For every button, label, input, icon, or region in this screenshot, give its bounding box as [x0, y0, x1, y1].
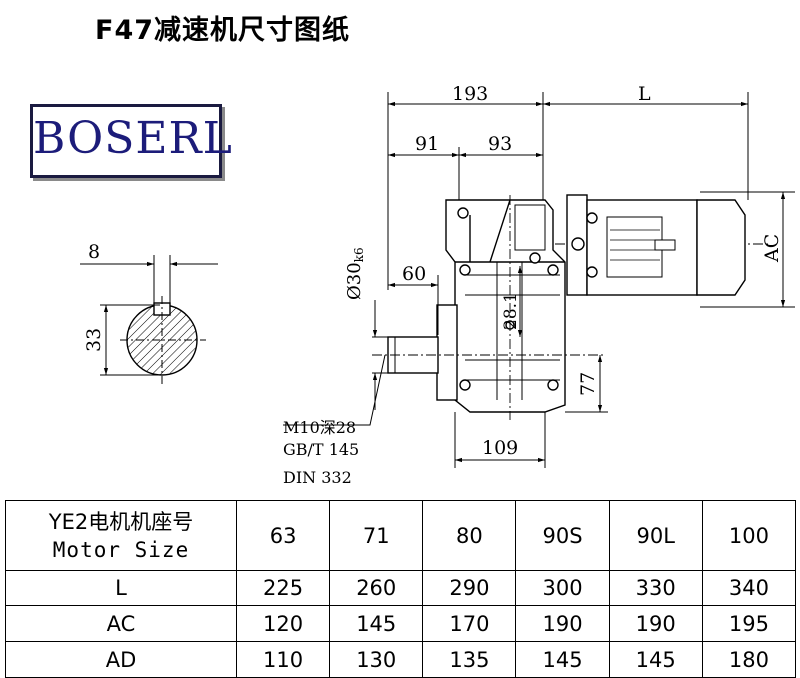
dim-label-AC: AC [761, 234, 783, 263]
table-cell: 340 [701, 570, 797, 606]
table-cell: 110 [235, 641, 331, 678]
table-cell: 195 [701, 605, 797, 642]
center-lines [372, 195, 770, 420]
table-cell: 120 [235, 605, 331, 642]
motor [566, 194, 746, 296]
gear-housing [387, 199, 566, 413]
table-cell: 130 [329, 641, 424, 678]
size-cell: 80 [422, 500, 517, 571]
table-cell: 145 [608, 641, 703, 678]
table-header-label: YE2电机机座号 Motor Size [5, 500, 237, 571]
brand-logo: BOSERL [30, 104, 233, 178]
table-cell: 145 [515, 641, 610, 678]
table-cell: 260 [329, 570, 424, 606]
page-title: F47减速机尺寸图纸 [95, 15, 351, 46]
dim-label-L: L [638, 83, 651, 105]
note-standard-gb: GB/T 145 [283, 440, 360, 459]
width-109-dimension [454, 412, 546, 468]
dim-label-93: 93 [488, 133, 512, 155]
size-cell: 100 [701, 500, 797, 571]
size-cell: 90S [515, 500, 610, 571]
table-cell: 190 [608, 605, 703, 642]
size-cell: 90L [608, 500, 703, 571]
row-label: AC [5, 605, 237, 642]
shaft-dimensions [283, 275, 439, 426]
table-row: AC 120 145 170 190 190 195 [5, 605, 797, 642]
table-cell: 290 [422, 570, 517, 606]
ac-dimension [700, 191, 795, 308]
size-cell: 63 [235, 500, 331, 571]
dim-label-77: 77 [577, 372, 599, 396]
shaft-section-view [80, 255, 218, 386]
header-label-en: Motor Size [52, 537, 190, 562]
dim-label-shaft: Ø30k6 [344, 247, 366, 300]
table-cell: 145 [329, 605, 424, 642]
dim-label-28: 28.1 [501, 292, 521, 330]
table-cell: 225 [235, 570, 331, 606]
dim-label-193: 193 [452, 83, 488, 105]
size-cell: 71 [329, 500, 424, 571]
top-dimensions [387, 92, 749, 290]
note-thread: M10深28 [283, 418, 357, 437]
table-cell: 330 [608, 570, 703, 606]
table-cell: 300 [515, 570, 610, 606]
dim-label-91: 91 [415, 133, 439, 155]
motor-size-table: YE2电机机座号 Motor Size 63 71 80 90S 90L 100… [5, 500, 797, 678]
dim-label-8: 8 [88, 241, 100, 263]
header-label-cn: YE2电机机座号 [48, 509, 194, 534]
technical-drawing: 8 33 193 L 91 93 AC [80, 83, 795, 468]
note-standard-din: DIN 332 [283, 468, 352, 487]
table-row: L 225 260 290 300 330 340 [5, 570, 797, 606]
table-cell: 170 [422, 605, 517, 642]
dim-label-60: 60 [402, 263, 426, 285]
table-cell: 180 [701, 641, 797, 678]
dim-label-33: 33 [83, 328, 105, 352]
dim-label-shaft-tolerance: k6 [352, 247, 366, 262]
table-cell: 190 [515, 605, 610, 642]
dim-label-109: 109 [482, 437, 518, 459]
table-row: AD 110 130 135 145 145 180 [5, 641, 797, 678]
brand-logo-text: BOSERL [33, 113, 233, 164]
table-header-row: YE2电机机座号 Motor Size 63 71 80 90S 90L 100 [5, 500, 797, 571]
row-label: L [5, 570, 237, 606]
height-77-dimension [565, 355, 608, 413]
row-label: AD [5, 641, 237, 678]
table-cell: 135 [422, 641, 517, 678]
